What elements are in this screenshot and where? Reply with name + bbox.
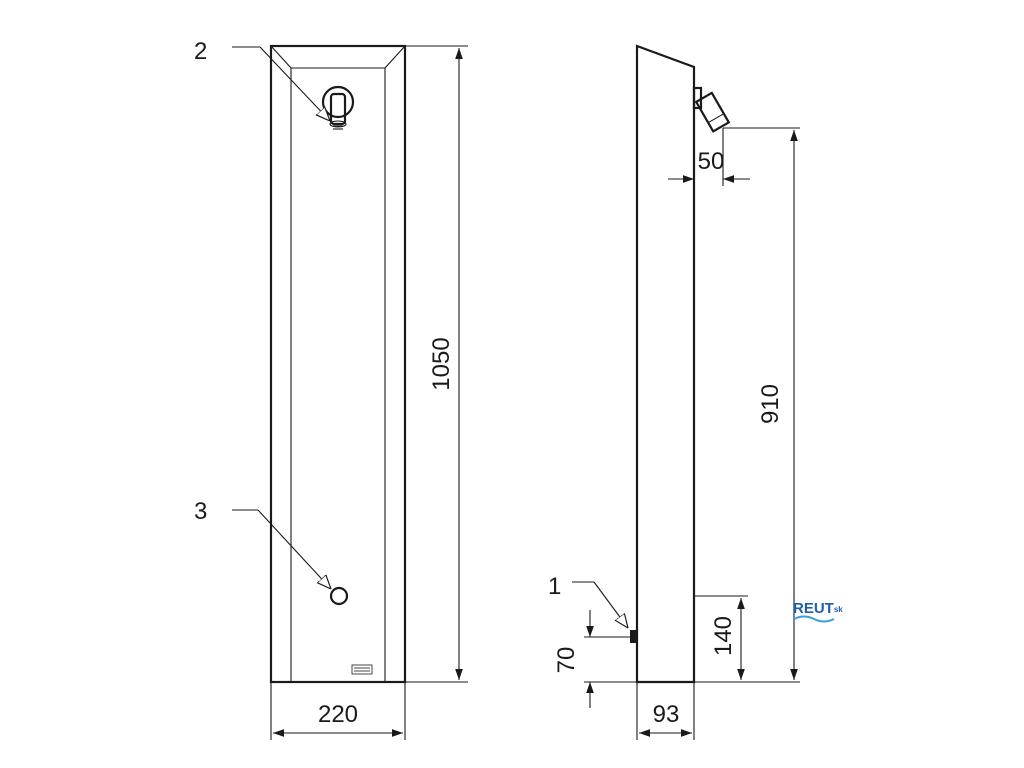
dimension-93: 93 (636, 682, 695, 740)
callout-2-label: 2 (194, 38, 207, 65)
outlet-height-dim-label: 910 (757, 384, 784, 424)
brand-logo-name: REUT (793, 600, 834, 617)
brand-logo-wave (793, 615, 835, 623)
front-bevel-left (270, 45, 292, 69)
showerhead-side (692, 86, 731, 133)
dimension-140: 140 (694, 595, 748, 680)
front-outer-frame (269, 44, 407, 684)
front-brand-plate (351, 664, 373, 675)
valve-height-dim-label: 70 (553, 647, 580, 674)
button-panel-dim-label: 140 (710, 616, 737, 656)
height-dim-label: 1050 (428, 337, 455, 390)
brand-logo-text: REUTsk (793, 600, 843, 617)
front-bevel-right (384, 45, 406, 69)
width-dim-label: 220 (318, 701, 358, 728)
depth-dim-label: 93 (653, 701, 680, 728)
offset-dim-label: 50 (698, 148, 725, 175)
push-button (329, 586, 349, 606)
side-body (635, 44, 696, 684)
dimension-50: 50 (668, 128, 750, 186)
front-view: 2 3 1050 220 (194, 38, 468, 740)
side-valve (630, 630, 637, 643)
dimension-910: 910 (694, 127, 800, 683)
dimension-1050: 1050 (405, 45, 468, 683)
showerhead-front (321, 85, 355, 130)
side-view: 1 50 910 140 (548, 44, 800, 740)
callout-1: 1 (548, 573, 628, 628)
dimension-70: 70 (553, 610, 637, 708)
brand-logo: REUTsk (793, 600, 843, 623)
callout-1-label: 1 (548, 573, 561, 600)
dimension-220: 220 (270, 682, 406, 740)
callout-3: 3 (194, 498, 331, 589)
brand-logo-suffix: sk (834, 605, 843, 614)
callout-2: 2 (194, 38, 330, 121)
callout-3-label: 3 (194, 498, 207, 525)
